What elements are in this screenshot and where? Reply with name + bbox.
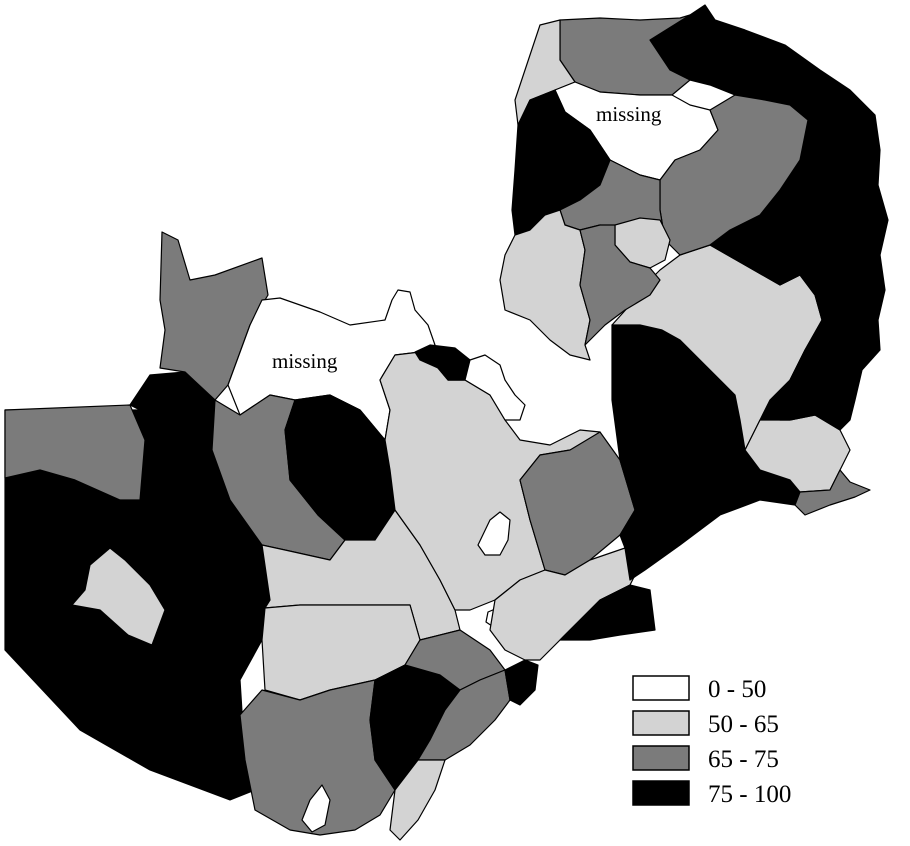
- legend-label-50-65: 50 - 65: [708, 711, 779, 738]
- missing-label-northwest: missing: [272, 349, 338, 373]
- region-copperbelt-white: [447, 354, 526, 421]
- region-south-corridor-light: [389, 759, 446, 841]
- legend-swatch-65-75: [632, 745, 690, 771]
- region-southeast-black-small: [504, 659, 539, 706]
- region-west-enclave-light: [71, 547, 166, 646]
- region-west-top-grey: [4, 404, 146, 501]
- missing-label-north: missing: [596, 102, 662, 126]
- legend: 0 - 50 50 - 65 65 - 75 75 - 100: [632, 675, 791, 808]
- region-southeast-black: [559, 584, 656, 641]
- region-east-central-grey: [519, 431, 636, 576]
- region-central-white-enclave: [477, 511, 511, 556]
- region-north-central-grey-strip: [579, 224, 661, 346]
- legend-swatch-0-50: [632, 675, 690, 701]
- region-south-corridor-grey: [417, 669, 511, 761]
- region-south-grey: [239, 679, 396, 836]
- legend-label-65-75: 65 - 75: [708, 746, 779, 773]
- legend-label-75-100: 75 - 100: [708, 781, 791, 808]
- region-east-tail-grey: [794, 469, 871, 516]
- legend-swatch-75-100: [632, 780, 690, 806]
- legend-label-0-50: 0 - 50: [708, 676, 766, 703]
- region-south-white: [301, 784, 331, 833]
- region-north-west-light-large: [499, 209, 591, 361]
- legend-swatch-50-65: [632, 710, 690, 736]
